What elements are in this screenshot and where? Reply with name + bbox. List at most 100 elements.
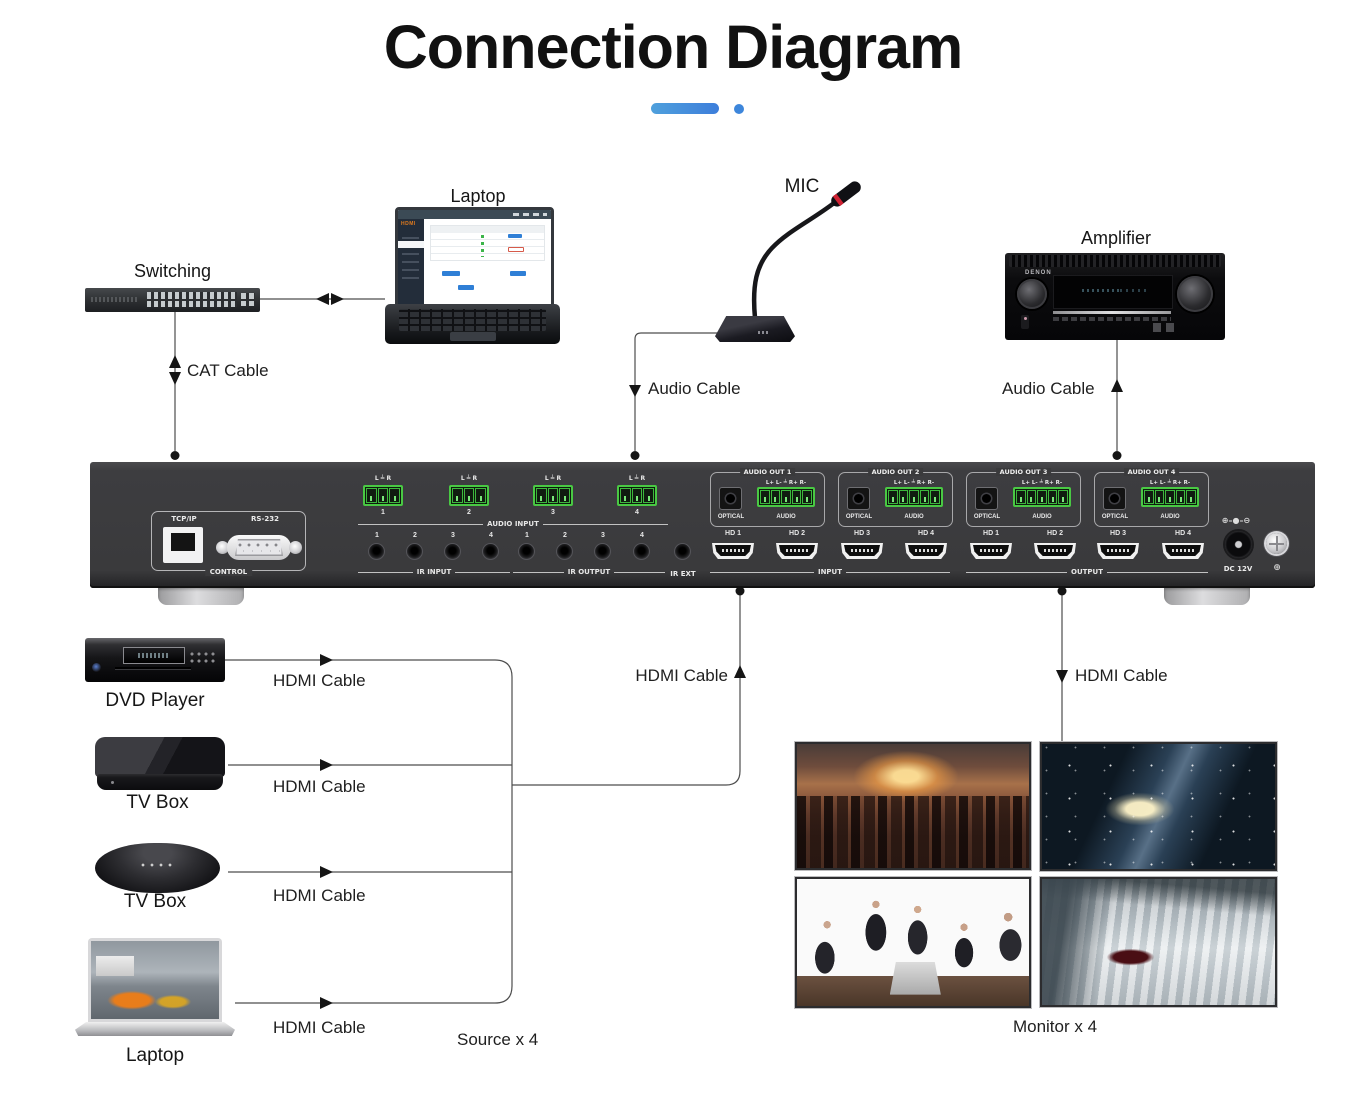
- tv-box-front: [97, 774, 223, 790]
- port-number: 2: [467, 509, 471, 516]
- audio-label: AUDIO: [904, 514, 924, 520]
- dvd-player-label: DVD Player: [105, 690, 205, 711]
- amplifier-vents: [1009, 255, 1221, 267]
- dvd-power-button: [92, 663, 101, 672]
- dc-power-jack: [1225, 531, 1252, 558]
- control-section: TCP/IP RS-232 CONTROL: [151, 511, 306, 576]
- pin-header: L ╧ R: [544, 475, 562, 482]
- audio-input-1: L ╧ R 1: [361, 475, 405, 523]
- laptop-ui-button: [442, 271, 460, 276]
- arrow-right-icon: [320, 997, 333, 1009]
- audio-label: AUDIO: [1032, 514, 1052, 520]
- tv-box-indicator-dots: [141, 863, 175, 867]
- audio-out-group-2: AUDIO OUT 2 OPTICAL L+ L- ╧ R+ R- AUDIO: [838, 468, 953, 527]
- title-accent-bar: [651, 103, 719, 114]
- port-number: 3: [551, 509, 555, 516]
- phoenix-connector: [757, 487, 815, 507]
- audio-cable-amp-label: Audio Cable: [1002, 379, 1095, 398]
- hdmi-input-section: INPUT: [710, 568, 950, 576]
- ir-jack: [519, 544, 534, 559]
- phoenix-connector: [617, 485, 657, 506]
- ir-output-3: 3: [591, 532, 615, 566]
- laptop-ui-button: [458, 285, 474, 290]
- tv-box-2-label: TV Box: [123, 891, 187, 912]
- port-number: HD 4: [1175, 530, 1191, 537]
- tcpip-label: TCP/IP: [171, 515, 197, 523]
- rs232-port: [216, 535, 302, 560]
- cat-cable-label: CAT Cable: [187, 361, 269, 380]
- port-number: HD 2: [789, 530, 805, 537]
- port-number: 1: [381, 509, 385, 516]
- port-number: HD 4: [918, 530, 934, 537]
- cable-hdmi-laptop: [235, 985, 513, 1004]
- laptop-ui-content: [424, 219, 551, 307]
- phoenix-connector: [449, 485, 489, 506]
- monitor-2: [1040, 742, 1277, 871]
- ir-jack: [595, 544, 610, 559]
- ir-jack: [675, 544, 690, 559]
- ir-jack: [557, 544, 572, 559]
- monitor-4: [1040, 877, 1277, 1007]
- page-title: Connection Diagram: [383, 13, 964, 81]
- audio-out-title: AUDIO OUT 4: [1123, 468, 1180, 476]
- mic-red-ring: [832, 193, 844, 207]
- monitor-3: [795, 877, 1031, 1008]
- arrow-up-icon: [169, 355, 181, 368]
- hdmi-cable-output-label: HDMI Cable: [1075, 666, 1168, 685]
- laptop-trackpad: [449, 332, 496, 341]
- phoenix-connector: [1013, 487, 1071, 507]
- hdmi-cable-dvd-label: HDMI Cable: [273, 671, 366, 690]
- audio-input-section-label: AUDIO INPUT: [487, 520, 539, 528]
- laptop-ui-button: [510, 271, 526, 276]
- audio-out-title: AUDIO OUT 2: [867, 468, 924, 476]
- ground-icon: ⊕: [1273, 563, 1281, 573]
- mic-gooseneck: [751, 200, 837, 321]
- amplifier-brand: DENON: [1025, 270, 1052, 276]
- optical-port: [975, 487, 998, 510]
- hdmi-cable-tvbox1-label: HDMI Cable: [273, 777, 366, 796]
- dvd-front-slot: [115, 667, 191, 669]
- hdmi-port: [1034, 543, 1076, 559]
- audio-cable-mic-label: Audio Cable: [648, 379, 741, 398]
- dc-12v-label: DC 12V: [1223, 565, 1253, 573]
- tv-box-1: [95, 737, 225, 790]
- hdmi-output-4: HD 4: [1157, 530, 1209, 566]
- polarity-icon: ⊕–●–⊖: [1221, 516, 1251, 525]
- hdmi-cable-laptop-label: HDMI Cable: [273, 1018, 366, 1037]
- ir-input-section-label: IR INPUT: [416, 568, 452, 576]
- ir-jack: [445, 544, 460, 559]
- audio-input-2: L ╧ R 2: [447, 475, 491, 523]
- cable-hdmi-input-branch: [512, 592, 741, 786]
- hdmi-port: [841, 543, 883, 559]
- laptop-top-screen: HDMI: [395, 207, 554, 310]
- tv-box-2: [95, 843, 220, 893]
- pin-header: L+ L- ╧ R+ R-: [893, 480, 935, 486]
- phoenix-connector: [1141, 487, 1199, 507]
- ir-input-3: 3: [441, 532, 465, 566]
- laptop-ui-button: [508, 234, 522, 238]
- hdmi-port: [905, 543, 947, 559]
- amplifier-front-ports: [1153, 323, 1179, 332]
- pin-header: L+ L- ╧ R+ R-: [1021, 480, 1063, 486]
- laptop-source-screen: [88, 938, 222, 1022]
- hdmi-output-section: OUTPUT: [966, 568, 1208, 576]
- audio-label: AUDIO: [1160, 514, 1180, 520]
- audio-input-3: L ╧ R 3: [531, 475, 575, 523]
- cable-hdmi-dvd-bus: [225, 659, 513, 986]
- db9-pins: [235, 539, 283, 556]
- db9-screw: [216, 541, 229, 554]
- hdmi-input-section-label: INPUT: [817, 568, 843, 576]
- port-number: HD 1: [983, 530, 999, 537]
- amplifier-power-button: [1021, 315, 1029, 329]
- optical-port: [847, 487, 870, 510]
- port-number: HD 3: [1110, 530, 1126, 537]
- audio-input-section: AUDIO INPUT: [358, 520, 668, 528]
- ir-output-2: 2: [553, 532, 577, 566]
- laptop-ui-active-item: [398, 241, 424, 248]
- switch-port-grid: [147, 292, 237, 307]
- amplifier-device: DENON: [1005, 253, 1225, 340]
- control-section-label: CONTROL: [204, 568, 253, 576]
- laptop-ui-table: [430, 225, 545, 261]
- hdmi-cable-tvbox2-label: HDMI Cable: [273, 886, 366, 905]
- ir-input-section: IR INPUT: [358, 568, 510, 576]
